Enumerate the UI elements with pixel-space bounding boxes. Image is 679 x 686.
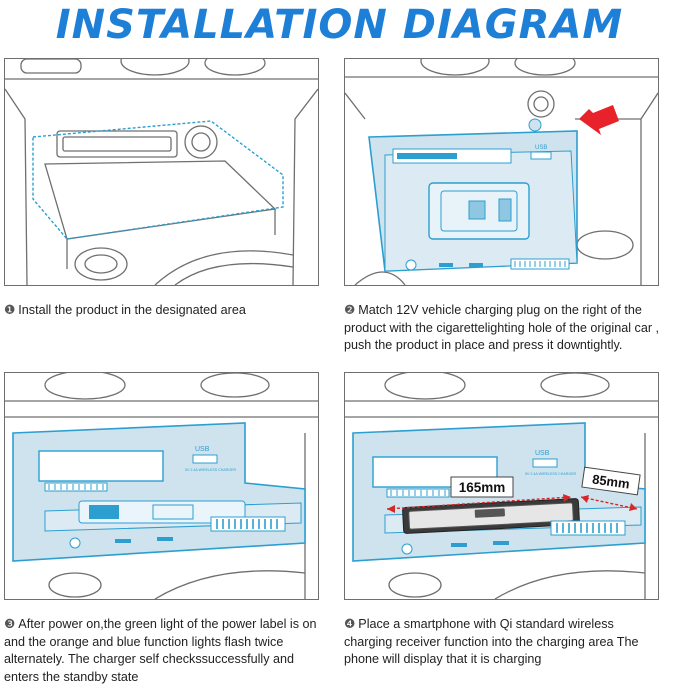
insert-direction-arrow (579, 105, 619, 135)
charger-standby-illustration: USB 5V 2.4A WIRELESS CHARGER (5, 373, 318, 599)
usb-label: USB (195, 446, 210, 453)
step-text: After power on,the green light of the po… (4, 617, 317, 684)
step-text: Match 12V vehicle charging plug on the r… (344, 303, 660, 352)
charger-device: USB 5V 2.4A WIRELESS CHARGER (368, 118, 578, 272)
step-number: ❸ (4, 617, 16, 631)
usb-port (530, 151, 552, 160)
panel-step-3: USB 5V 2.4A WIRELESS CHARGER (4, 372, 319, 600)
panel-step-1 (4, 58, 319, 286)
length-label-box (450, 476, 514, 498)
usb-port (532, 458, 558, 468)
console-empty-illustration (5, 59, 318, 285)
usb-label: USB (535, 450, 550, 457)
usb-label: USB (535, 145, 547, 151)
charger-device: USB 5V 2.4A WIRELESS CHARGER (12, 422, 306, 562)
width-dimension: 85mm (591, 471, 630, 491)
spec-label: 5V 2.4A WIRELESS CHARGER (185, 468, 237, 472)
dimension-lines (386, 494, 638, 513)
step-text: Place a smartphone with Qi standard wire… (344, 617, 639, 666)
usb-port (192, 454, 218, 464)
console-insert-illustration: USB 5V 2.4A WIRELESS CHARGER (345, 59, 658, 285)
page-title: INSTALLATION DIAGRAM (55, 2, 624, 48)
spec-label: 5V 2.4A WIRELESS CHARGER (525, 472, 577, 476)
length-dimension: 165mm (459, 480, 506, 495)
phone-charging-illustration: USB 5V 2.4A WIRELESS CHARGER 165mm 85mm (345, 373, 658, 599)
panel-step-4: USB 5V 2.4A WIRELESS CHARGER 165mm 85mm (344, 372, 659, 600)
step-number: ❹ (344, 617, 356, 631)
spec-label: 5V 2.4A WIRELESS CHARGER (459, 157, 511, 161)
step-number: ❶ (4, 303, 16, 317)
panel-step-2: USB 5V 2.4A WIRELESS CHARGER (344, 58, 659, 286)
step-number: ❷ (344, 303, 356, 317)
step-text: Install the product in the designated ar… (18, 303, 246, 317)
width-label-box (581, 466, 641, 496)
